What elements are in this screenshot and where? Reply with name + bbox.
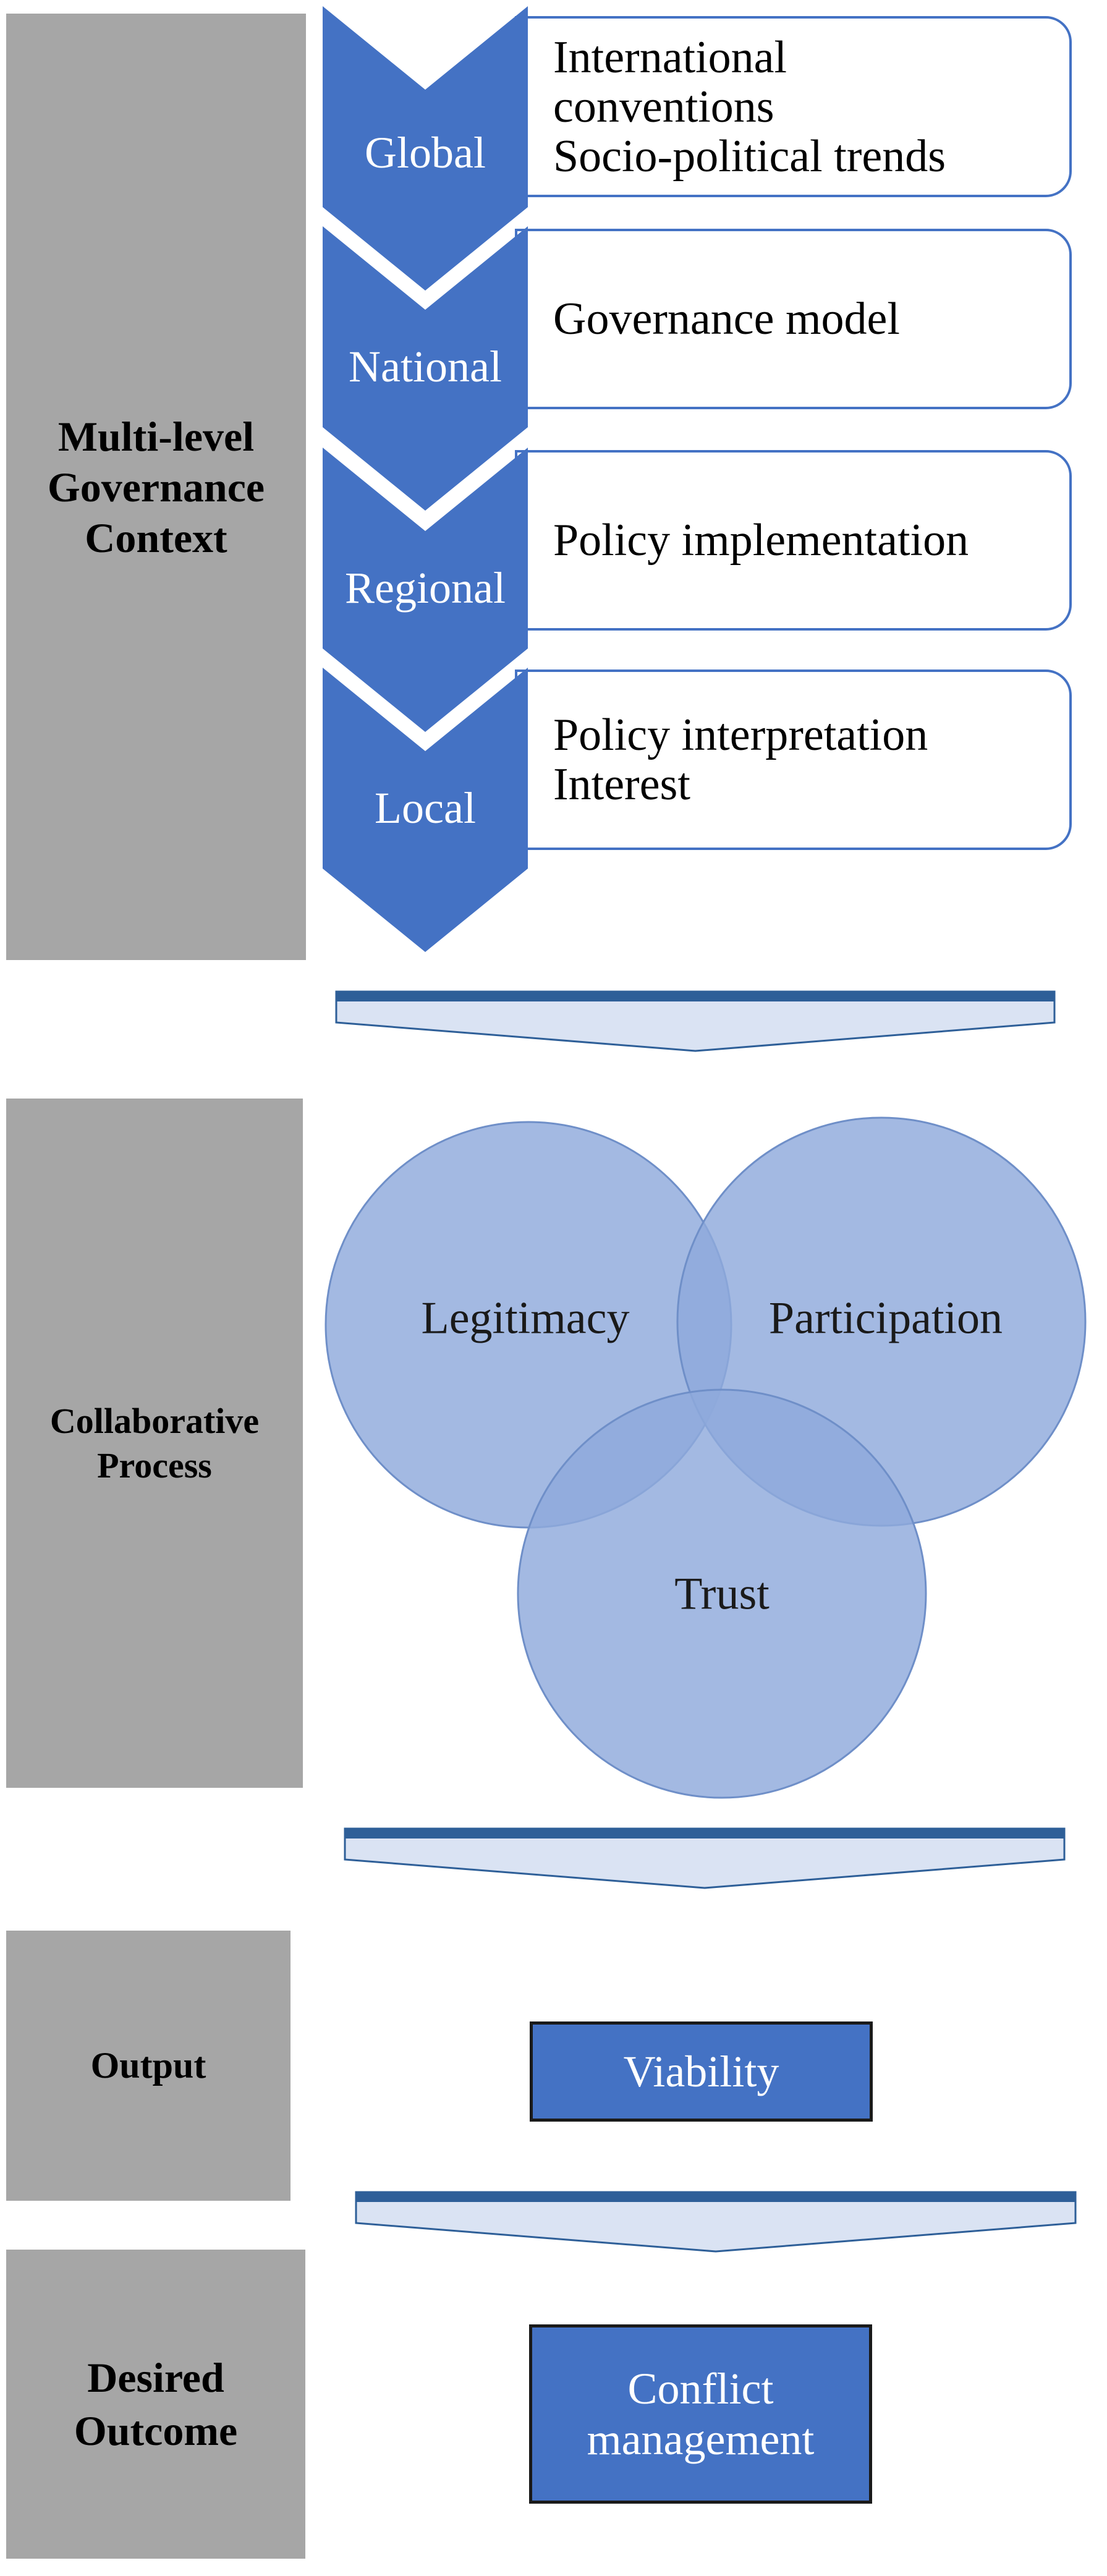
outcome-text-line: Conflict bbox=[627, 2364, 774, 2413]
flow-arrow-3-shape bbox=[355, 2191, 1077, 2253]
flow-arrow-1-shape bbox=[335, 990, 1056, 1052]
output-panel: Output bbox=[6, 1931, 291, 2201]
level-text-line: conventions bbox=[553, 81, 774, 132]
output-label: Viability bbox=[623, 2047, 779, 2096]
panel-label-line: Outcome bbox=[74, 2407, 238, 2454]
collaborative-process-panel: Collaborative Process bbox=[6, 1099, 303, 1788]
governance-context-panel: Multi-level Governance Context bbox=[6, 14, 306, 960]
panel-label-line: Output bbox=[90, 2045, 206, 2086]
venn-label-trust: Trust bbox=[674, 1568, 770, 1620]
level-text-line: Interest bbox=[553, 759, 690, 810]
chevron-national: National bbox=[323, 226, 528, 511]
panel-label-line: Context bbox=[85, 514, 227, 561]
level-text-line: Policy implementation bbox=[553, 515, 969, 566]
chevron-label: Regional bbox=[345, 563, 506, 613]
panel-label-line: Collaborative bbox=[49, 1400, 260, 1441]
flow-arrow-1 bbox=[334, 987, 1057, 1055]
trust-circle bbox=[517, 1388, 927, 1799]
chevron-regional: Regional bbox=[323, 448, 528, 732]
output-box: Viability bbox=[530, 2021, 873, 2122]
chevron-national-shape bbox=[323, 226, 528, 511]
venn-circles bbox=[324, 1116, 1087, 1799]
chevron-local-shape bbox=[323, 668, 528, 952]
outcome-box: Conflict management bbox=[529, 2324, 872, 2504]
chevron-global-shape bbox=[323, 6, 528, 291]
venn-label-legitimacy: Legitimacy bbox=[421, 1293, 630, 1344]
panel-label-line: Process bbox=[97, 1445, 212, 1486]
chevron-global: Global bbox=[323, 6, 528, 291]
panel-label-line: Governance bbox=[47, 463, 265, 511]
panel-label-line: Multi-level bbox=[57, 412, 255, 460]
level-text-line: Governance model bbox=[553, 294, 900, 344]
chevron-label: Global bbox=[365, 128, 486, 177]
desired-outcome-panel: Desired Outcome bbox=[6, 2250, 305, 2559]
chevron-local: Local bbox=[323, 668, 528, 952]
level-box-global: International conventions Socio-politica… bbox=[515, 16, 1072, 197]
level-text-line: Policy interpretation bbox=[553, 710, 928, 760]
flow-arrow-2 bbox=[342, 1824, 1067, 1892]
level-box-regional: Policy implementation bbox=[515, 450, 1072, 631]
venn-label-participation: Participation bbox=[768, 1293, 1003, 1344]
level-box-national: Governance model bbox=[515, 229, 1072, 409]
flow-arrow-3 bbox=[354, 2187, 1078, 2255]
chevron-label: Local bbox=[375, 783, 476, 833]
level-box-local: Policy interpretation Interest bbox=[515, 670, 1072, 850]
chevron-label: National bbox=[349, 342, 502, 391]
panel-label-line: Desired bbox=[87, 2354, 224, 2401]
chevron-regional-shape bbox=[323, 448, 528, 732]
outcome-text-line: management bbox=[587, 2415, 815, 2464]
level-text-line: Socio-political trends bbox=[553, 130, 946, 182]
collaborative-venn: Legitimacy Participation Trust bbox=[324, 1116, 1094, 1799]
flow-arrow-2-shape bbox=[344, 1827, 1066, 1889]
level-text-line: International bbox=[553, 32, 787, 83]
